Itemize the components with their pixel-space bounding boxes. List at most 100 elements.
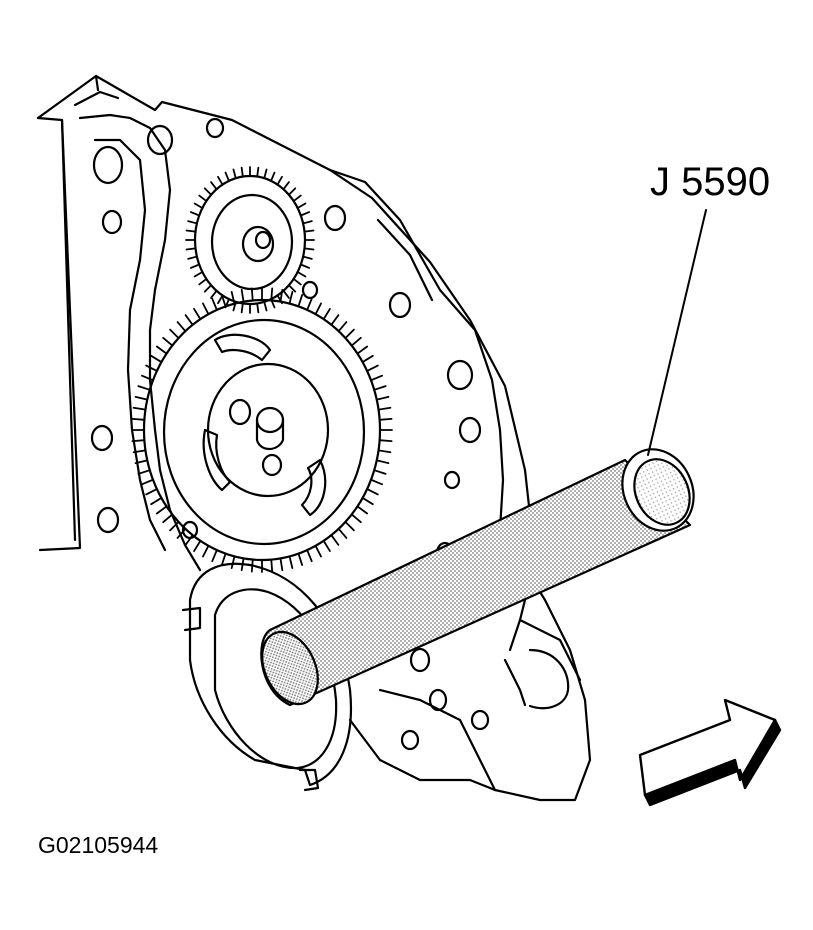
- arrow-right-icon: [640, 700, 780, 805]
- tool-callout-label: J 5590: [650, 160, 771, 204]
- gear-tooth: [324, 541, 330, 551]
- gear-tooth: [178, 322, 186, 331]
- gear-tooth: [371, 480, 382, 485]
- callout-leader-line: [648, 210, 706, 455]
- gear-tooth: [138, 386, 149, 390]
- gear-tooth: [188, 221, 197, 223]
- gear-tooth: [298, 554, 302, 565]
- seal-housing: [183, 564, 351, 790]
- gear-tooth: [324, 309, 330, 319]
- gear-tooth: [363, 356, 373, 362]
- gear-tooth: [203, 303, 208, 314]
- gear-tooth: [280, 290, 282, 302]
- gear-tooth: [316, 546, 321, 557]
- gear-tooth: [163, 514, 172, 522]
- gear-tooth: [195, 204, 203, 209]
- gear-tooth: [374, 470, 385, 474]
- gear-tooth: [142, 480, 153, 485]
- gear-tooth: [379, 450, 391, 452]
- gear-tooth: [151, 498, 161, 504]
- gear-tooth: [212, 299, 217, 310]
- gear-tooth: [222, 554, 226, 565]
- camshaft-gear: [132, 288, 392, 572]
- gear-tooth: [363, 498, 373, 504]
- gear-tooth: [151, 356, 161, 362]
- gear-tooth: [294, 279, 301, 284]
- gear-tooth: [290, 292, 293, 304]
- gear-tooth: [138, 470, 149, 474]
- gear-tooth: [283, 291, 288, 298]
- gear-tooth: [134, 450, 146, 452]
- gear-tooth: [226, 173, 229, 181]
- gear-tooth: [298, 272, 306, 277]
- gear-tooth: [303, 257, 312, 259]
- gear-tooth: [187, 230, 196, 231]
- gear-tooth: [142, 376, 153, 381]
- gear-tooth: [132, 440, 144, 441]
- gear-tooth: [163, 338, 172, 346]
- gear-tooth: [136, 397, 148, 400]
- gear-tooth: [301, 212, 309, 215]
- gear-tooth: [307, 299, 312, 310]
- gear-tooth: [178, 529, 186, 538]
- gear-tooth: [233, 169, 235, 178]
- gear-tooth: [331, 535, 338, 545]
- gear-tooth: [367, 366, 378, 371]
- gear-tooth: [345, 330, 353, 338]
- gear-tooth: [170, 330, 178, 338]
- gear-tooth: [271, 288, 272, 300]
- gear-tooth: [212, 550, 217, 561]
- gear-tooth: [242, 290, 244, 302]
- gear-tooth: [203, 546, 208, 557]
- gear-tooth: [232, 556, 235, 568]
- gear-tooth: [289, 188, 295, 194]
- gear-tooth: [222, 295, 226, 306]
- gear-tooth: [278, 177, 283, 185]
- gear-tooth: [257, 303, 258, 312]
- gear-tooth: [211, 291, 216, 298]
- gear-tooth: [290, 556, 293, 568]
- gear-tooth: [289, 285, 295, 291]
- gear-tooth: [132, 419, 144, 420]
- gear-tooth: [377, 397, 389, 400]
- gear-tooth: [271, 173, 274, 181]
- gear-tooth: [380, 419, 392, 420]
- gear-tooth: [339, 529, 347, 538]
- gear-tooth: [218, 177, 223, 185]
- gear-tooth: [257, 168, 258, 177]
- gear-tooth: [283, 182, 288, 189]
- gear-tooth: [232, 292, 235, 304]
- gear-tooth: [146, 489, 157, 494]
- gear-tooth: [316, 303, 321, 314]
- gear-tooth: [170, 522, 178, 530]
- tool-j5590: [251, 438, 706, 713]
- gear-tooth: [199, 196, 206, 201]
- gear-tooth: [374, 386, 385, 390]
- gear-tooth: [242, 303, 243, 312]
- gear-tooth: [294, 196, 301, 201]
- gear-tooth: [264, 169, 266, 178]
- gear-tooth: [380, 440, 392, 441]
- gear-tooth: [191, 212, 199, 215]
- gear-tooth: [303, 221, 312, 223]
- gear-tooth: [307, 550, 312, 561]
- gear-tooth: [305, 230, 314, 231]
- gear-tooth: [157, 347, 167, 354]
- gear-tooth: [357, 506, 367, 513]
- gear-tooth: [157, 506, 167, 513]
- gear-tooth: [357, 347, 367, 354]
- gear-tooth: [186, 315, 193, 325]
- gear-tooth: [199, 279, 206, 284]
- gear-tooth: [134, 408, 146, 410]
- gear-tooth: [195, 272, 203, 277]
- gear-tooth: [271, 560, 272, 572]
- gear-tooth: [305, 248, 314, 249]
- gear-tooth: [339, 322, 347, 331]
- gear-tooth: [146, 366, 157, 371]
- gear-tooth: [264, 302, 266, 311]
- upper-gear: [186, 167, 314, 313]
- gear-tooth: [205, 188, 211, 194]
- gear-tooth: [136, 460, 148, 463]
- gear-tooth: [331, 315, 338, 325]
